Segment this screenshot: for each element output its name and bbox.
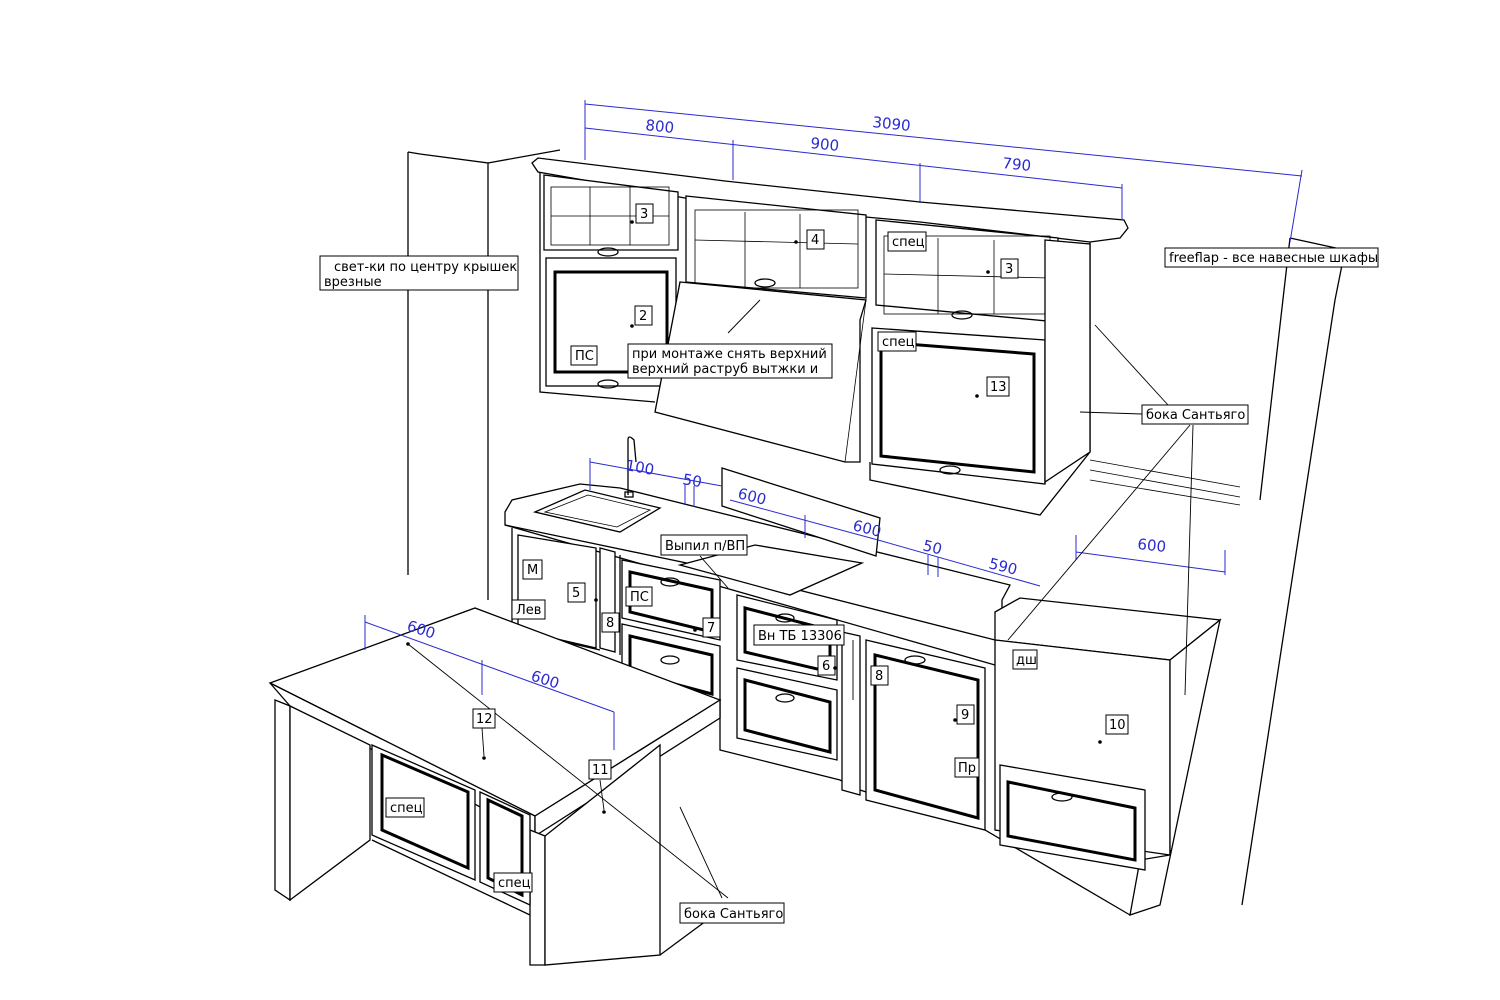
num-10: 10 <box>1105 714 1129 735</box>
num-7: 7 <box>702 617 721 638</box>
note-lights-line1: свет-ки по центру крышек <box>334 260 517 275</box>
dim-upper-1: 800 <box>645 116 675 137</box>
upper-cabinets <box>531 157 1129 516</box>
num-4: 4 <box>806 229 825 250</box>
dim-sink-offset: 100 <box>624 456 655 479</box>
note-hood-line2: верхний раструб вытжки и <box>632 362 818 377</box>
num-12: 12 <box>472 708 496 729</box>
left-wall <box>407 149 561 600</box>
tag-lev: Лев <box>511 599 546 620</box>
dimension-lines <box>364 100 1303 750</box>
svg-text:спец: спец <box>882 335 915 350</box>
svg-text:М: М <box>527 563 538 578</box>
leader-lines <box>407 299 1194 899</box>
svg-text:8: 8 <box>875 669 883 684</box>
dim-tall-depth: 600 <box>1137 535 1167 556</box>
svg-text:5: 5 <box>572 586 580 601</box>
tag-spec-island-right: спец <box>493 872 533 893</box>
num-8a: 8 <box>601 612 620 633</box>
tag-m: М <box>522 559 543 580</box>
base-cabinets <box>504 436 1222 916</box>
dim-gap-right: 50 <box>921 536 944 558</box>
svg-text:ПС: ПС <box>575 349 594 364</box>
svg-text:12: 12 <box>476 712 493 727</box>
note-hood-line1: при монтаже снять верхний <box>632 347 827 362</box>
tag-spec-upper-top: спец <box>887 231 927 252</box>
svg-text:7: 7 <box>707 621 715 636</box>
note-cutout: Выпил п/ВП <box>660 534 748 556</box>
note-sides-island-text: бока Сантьяго <box>684 907 783 922</box>
note-freeflap-text: freeflap - все навесные шкафы <box>1169 251 1378 266</box>
note-lights: свет-ки по центру крышек врезные <box>319 255 519 291</box>
svg-text:10: 10 <box>1109 718 1126 733</box>
svg-text:4: 4 <box>811 233 819 248</box>
num-3a: 3 <box>635 203 654 224</box>
tag-spec-upper-mid: спец <box>877 331 917 352</box>
num-11: 11 <box>588 759 612 780</box>
tag-pr: Пр <box>954 757 980 778</box>
svg-text:6: 6 <box>822 659 830 674</box>
svg-text:2: 2 <box>639 309 647 324</box>
svg-text:ПС: ПС <box>630 590 649 605</box>
note-lights-line2: врезные <box>324 275 382 290</box>
num-6: 6 <box>817 655 836 676</box>
num-13: 13 <box>986 376 1010 397</box>
svg-text:3: 3 <box>1005 262 1013 277</box>
svg-text:спец: спец <box>892 235 925 250</box>
num-9: 9 <box>956 704 975 725</box>
tag-ps-base: ПС <box>625 586 653 607</box>
note-sides-upper-text: бока Сантьяго <box>1146 408 1245 423</box>
svg-text:Лев: Лев <box>516 603 541 618</box>
note-freeflap: freeflap - все навесные шкафы <box>1164 247 1379 268</box>
note-hood: при монтаже снять верхний верхний растру… <box>627 343 833 379</box>
dim-total-width: 3090 <box>872 113 912 135</box>
svg-text:8: 8 <box>606 616 614 631</box>
dim-upper-2: 900 <box>810 134 840 155</box>
num-2: 2 <box>634 305 653 326</box>
svg-text:13: 13 <box>990 380 1007 395</box>
svg-text:спец: спец <box>498 876 531 891</box>
dim-upper-3: 790 <box>1002 154 1032 175</box>
dim-gap-left: 50 <box>681 470 703 491</box>
note-built-in-text: Вн ТБ 13306 <box>758 629 842 644</box>
tag-ps-upper: ПС <box>570 345 598 366</box>
number-labels: 3 4 3 2 13 5 8 7 6 8 9 10 12 11 <box>472 203 1129 780</box>
svg-text:Пр: Пр <box>958 761 976 776</box>
svg-text:дш: дш <box>1016 653 1037 668</box>
note-built-in: Вн ТБ 13306 <box>753 624 845 646</box>
reference-dots <box>406 220 1102 814</box>
svg-text:11: 11 <box>592 763 609 778</box>
note-cutout-text: Выпил п/ВП <box>665 539 745 554</box>
num-3b: 3 <box>1000 258 1019 279</box>
svg-text:3: 3 <box>640 207 648 222</box>
note-sides-island: бока Сантьяго <box>679 902 785 924</box>
note-sides-upper: бока Сантьяго <box>1141 404 1249 425</box>
tag-dw: дш <box>1012 649 1038 670</box>
svg-text:9: 9 <box>961 708 969 723</box>
right-wall <box>1089 237 1346 906</box>
dim-base-run: 590 <box>987 554 1019 578</box>
num-5: 5 <box>567 582 586 603</box>
svg-text:спец: спец <box>390 801 423 816</box>
num-8b: 8 <box>870 665 889 686</box>
tag-spec-island-left: спец <box>385 797 425 818</box>
